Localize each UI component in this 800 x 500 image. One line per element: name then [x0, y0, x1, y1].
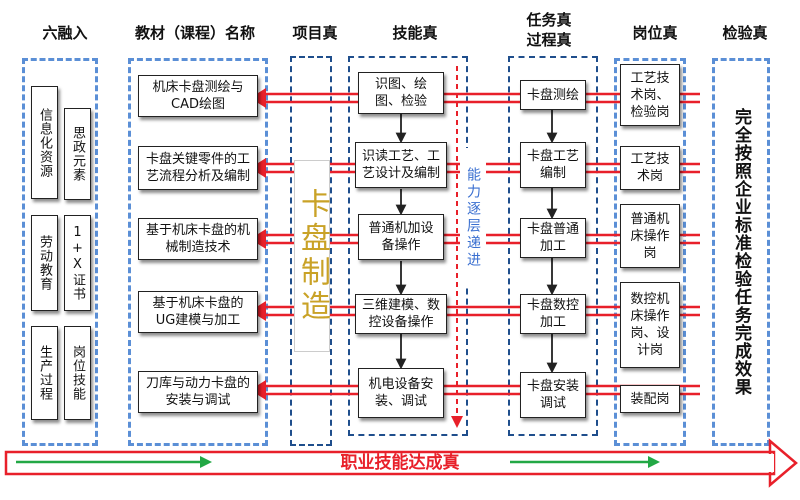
post-panel [614, 58, 686, 446]
header-task-process: 任务真过程真 [526, 11, 572, 49]
vocational-skill-label: 职业技能达成真 [340, 453, 460, 473]
task-item-5: 卡盘安装调试 [520, 372, 586, 418]
six-item-post-skill: 岗位技能 [64, 326, 91, 420]
post-item-1: 工艺技术岗、检验岗 [620, 64, 680, 126]
check-standard-text: 完全按照企业标准检验任务完成效果 [722, 66, 760, 438]
task-item-1: 卡盘测绘 [520, 80, 586, 110]
header-project: 项目真 [292, 24, 338, 42]
post-item-4: 数控机床操作岗、设计岗 [620, 282, 680, 368]
post-item-5: 装配岗 [620, 385, 680, 413]
material-item-3: 基于机床卡盘的机械制造技术 [138, 218, 258, 260]
task-item-4: 卡盘数控加工 [520, 294, 586, 334]
header-six-integration: 六融入 [42, 24, 88, 42]
header-post: 岗位真 [632, 24, 678, 42]
bottom-red-arrow [4, 438, 798, 488]
skill-item-2: 识读工艺、工艺设计及编制 [355, 142, 447, 188]
skill-item-5: 机电设备安装、调试 [358, 368, 444, 418]
skill-item-1: 识图、绘图、检验 [358, 72, 444, 114]
post-item-2: 工艺技术岗 [620, 146, 680, 190]
material-item-1: 机床卡盘测绘与CAD绘图 [138, 75, 258, 117]
six-item-labor-education: 劳动教育 [31, 215, 58, 311]
check-panel [712, 58, 770, 446]
project-panel [290, 56, 332, 446]
material-item-2: 卡盘关键零件的工艺流程分析及编制 [138, 146, 258, 190]
six-integration-panel [22, 58, 98, 446]
post-item-3: 普通机床操作岗 [620, 204, 680, 268]
task-item-3: 卡盘普通加工 [520, 218, 586, 258]
six-item-production-process: 生产过程 [31, 326, 58, 420]
material-item-4: 基于机床卡盘的UG建模与加工 [138, 291, 258, 333]
project-chuck-manufacturing: 卡盘制造 [294, 160, 330, 352]
header-skill: 技能真 [392, 24, 438, 42]
material-item-5: 刀库与动力卡盘的安装与调试 [138, 371, 258, 413]
skill-item-4: 三维建模、数控设备操作 [355, 294, 447, 334]
material-panel [128, 58, 268, 446]
six-item-info-resources: 信息化资源 [31, 86, 58, 199]
header-check: 检验真 [722, 24, 768, 42]
six-item-1x-certificate: 1+X证书 [64, 215, 91, 311]
task-panel [508, 56, 598, 436]
task-item-2: 卡盘工艺编制 [520, 142, 586, 188]
six-item-ideology: 思政元素 [64, 108, 91, 200]
ability-progression-label: 能力逐层递进 [460, 148, 486, 288]
header-material-name: 教材（课程）名称 [134, 24, 255, 42]
skill-item-3: 普通机加设备操作 [358, 214, 444, 260]
